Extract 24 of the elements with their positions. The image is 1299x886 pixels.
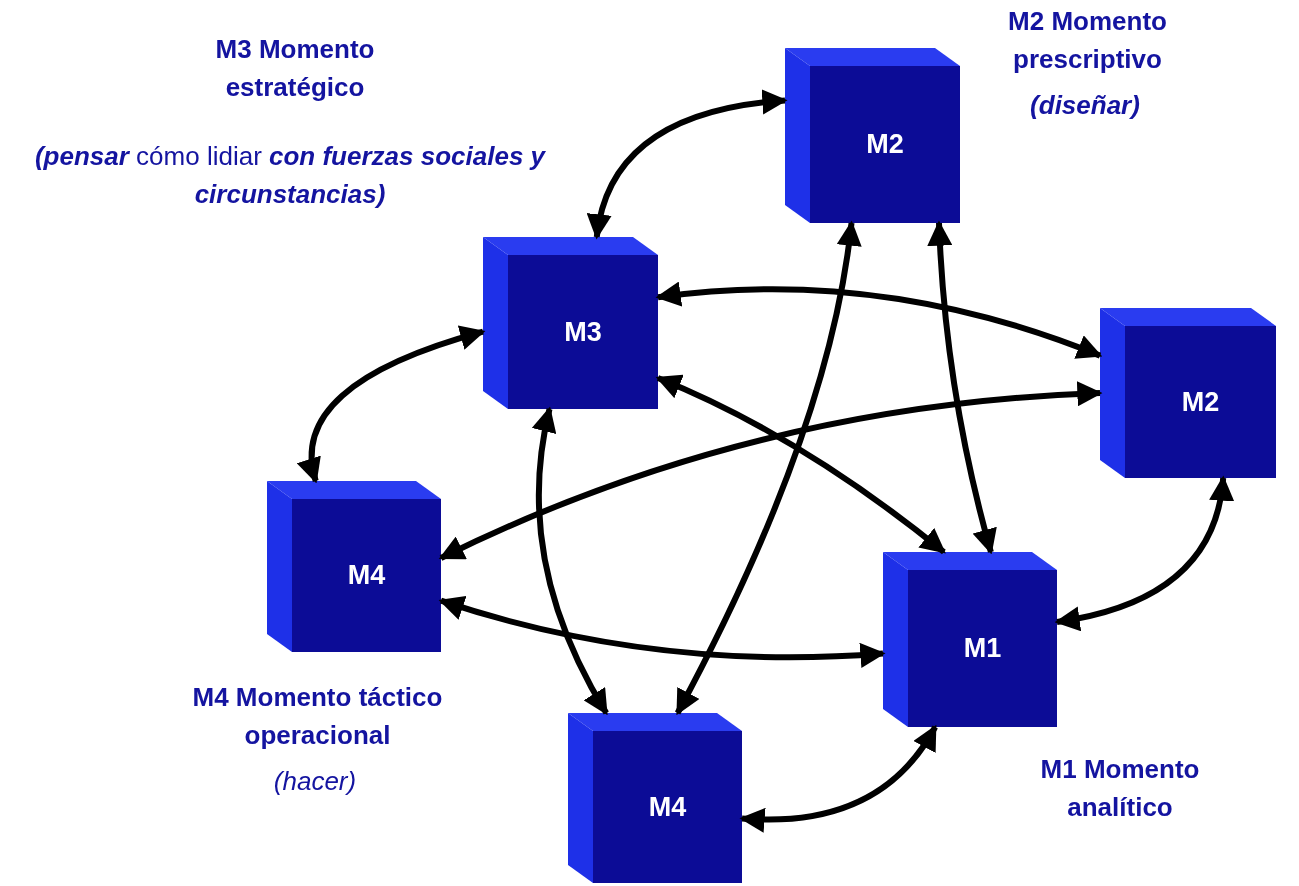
double-arrow — [1054, 475, 1233, 631]
cube-label: M4 — [648, 791, 687, 823]
double-arrow — [438, 381, 1103, 561]
double-arrow — [532, 406, 609, 716]
annotation-text: (diseñar) — [1029, 89, 1141, 122]
cube-label: M2 — [866, 129, 904, 160]
double-arrow — [927, 220, 998, 555]
double-arrow — [588, 90, 788, 240]
double-arrow — [438, 595, 886, 668]
double-arrow — [674, 220, 862, 716]
cube-label: M4 — [347, 560, 386, 591]
annotation-text: (pensar cómo lidiar con fuerzas sociales y circunstancias) — [33, 140, 547, 211]
cube-label: M2 — [1181, 386, 1220, 418]
double-arrow — [739, 724, 938, 833]
double-arrow — [298, 325, 486, 484]
annotation-text: (hacer) — [272, 765, 358, 798]
annotation-text: M1 Momento analítico — [1039, 753, 1201, 824]
annotation-text: M3 Momento estratégico — [214, 33, 376, 104]
cube-label: M1 — [963, 633, 1002, 664]
double-arrow — [655, 375, 946, 555]
double-arrow — [655, 282, 1103, 360]
cube-label: M3 — [564, 316, 602, 348]
annotation-text: M4 Momento táctico operacional — [191, 681, 444, 752]
annotation-text: M2 Momento prescriptivo — [1007, 5, 1168, 76]
